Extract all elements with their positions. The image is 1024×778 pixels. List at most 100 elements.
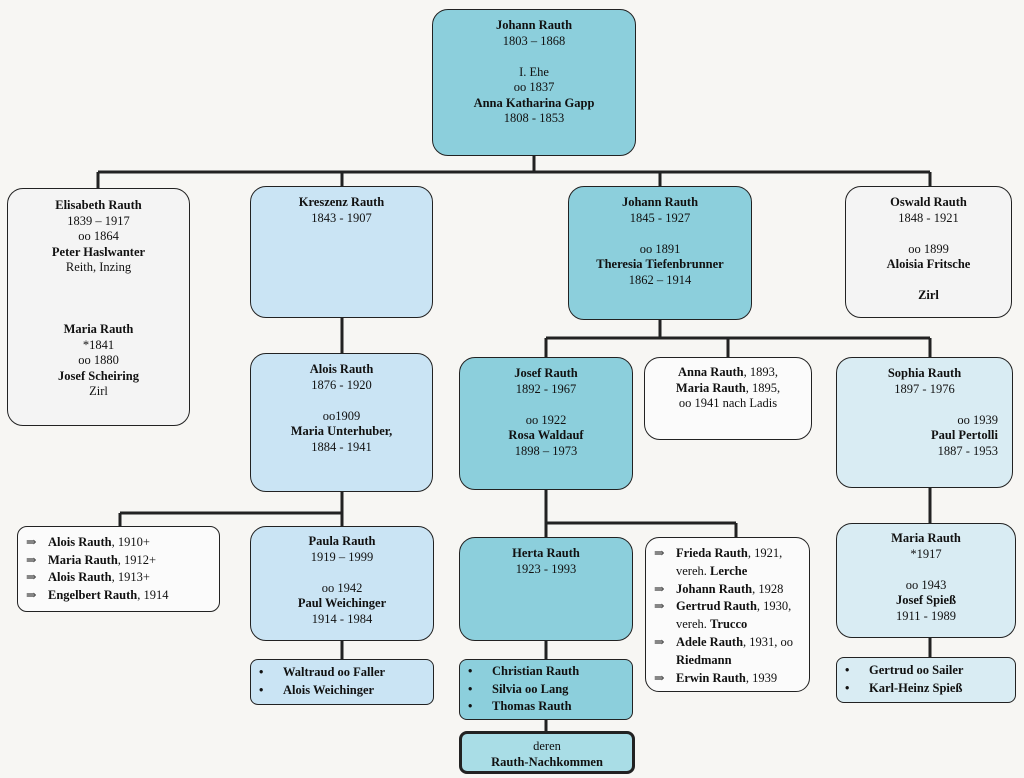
herta-name: Herta Rauth — [512, 546, 580, 560]
anna-dates: , 1893, — [743, 365, 779, 379]
paula-marriage: oo 1942 — [321, 580, 363, 595]
sophia-box: Sophia Rauth 1897 - 1976 oo 1939 Paul Pe… — [836, 357, 1013, 488]
johann-1845-spouse: Theresia Tiefenbrunner — [596, 257, 724, 271]
root-spouse-dates: 1808 - 1853 — [503, 111, 565, 125]
list-item: ⇒Gertrud Rauth, 1930, — [654, 598, 801, 616]
johann-1845-dates: 1845 - 1927 — [629, 210, 691, 225]
arrow-icon: ⇒ — [26, 535, 37, 549]
bullet-icon — [468, 698, 492, 716]
list-item: ⇒Alois Rauth, 1910+ — [26, 534, 211, 552]
maria-1917-dates: *1917 — [910, 546, 942, 561]
josef-1892-spouse-dates: 1898 – 1973 — [514, 443, 578, 458]
maria-1917-box: Maria Rauth *1917 oo 1943 Josef Spieß 19… — [836, 523, 1016, 638]
list-item: ⇒Alois Rauth, 1913+ — [26, 569, 211, 587]
list-item: Alois Weichinger — [259, 682, 425, 700]
josef-1892-box: Josef Rauth 1892 - 1967 oo 1922 Rosa Wal… — [459, 357, 633, 490]
maria-1841-dates: *1841 — [82, 337, 115, 352]
alois-1876-box: Alois Rauth 1876 - 1920 oo1909 Maria Unt… — [250, 353, 433, 492]
bullet-icon — [468, 681, 492, 699]
descendants-line2: Rauth-Nachkommen — [491, 755, 603, 769]
alois-1876-name: Alois Rauth — [309, 362, 374, 376]
elisabeth-marriage: oo 1864 — [78, 229, 119, 243]
arrow-icon: ⇒ — [654, 546, 665, 560]
anna-name: Anna Rauth — [677, 365, 744, 379]
maria-1841-spouse: Josef Scheiring — [58, 368, 139, 383]
list-item: ⇒Frieda Rauth, 1921, — [654, 545, 801, 563]
alois-1876-spouse: Maria Unterhuber, — [290, 424, 393, 438]
paula-children-box: Waltraud oo Faller Alois Weichinger — [250, 659, 434, 705]
maria-1917-marriage: oo 1943 — [905, 577, 947, 592]
arrow-icon: ⇒ — [26, 570, 37, 584]
johann-1845-name: Johann Rauth — [621, 195, 699, 209]
list-item: ⇒Maria Rauth, 1912+ — [26, 552, 211, 570]
kreszenz-dates: 1843 - 1907 — [311, 210, 372, 225]
list-item: Karl-Heinz Spieß — [845, 680, 1007, 698]
oswald-marriage: oo 1899 — [908, 241, 949, 256]
arrow-icon: ⇒ — [654, 599, 665, 614]
list-item: ⇒Erwin Rauth, 1939 — [654, 670, 801, 688]
sophia-marriage: oo 1939 — [957, 412, 998, 427]
list-item: vereh. Lerche — [676, 563, 748, 578]
root-spouse: Anna Katharina Gapp — [473, 95, 595, 110]
paula-box: Paula Rauth 1919 – 1999 oo 1942 Paul Wei… — [250, 526, 434, 641]
descendants-box: deren Rauth-Nachkommen — [459, 731, 635, 774]
johann-1845-marriage: oo 1891 — [639, 241, 681, 256]
list-item: ⇒Adele Rauth, 1931, oo — [654, 634, 801, 652]
list-item: Thomas Rauth — [468, 698, 624, 716]
list-item: vereh. Trucco — [676, 617, 748, 632]
bullet-icon — [259, 664, 283, 682]
list-item: Gertrud oo Sailer — [845, 662, 1007, 680]
elisabeth-box: Elisabeth Rauth 1839 – 1917 oo 1864 Pete… — [7, 188, 190, 426]
arrow-icon: ⇒ — [654, 581, 665, 596]
oswald-dates: 1848 - 1921 — [898, 210, 959, 225]
alois-1876-dates: 1876 - 1920 — [311, 377, 372, 392]
arrow-icon: ⇒ — [26, 552, 37, 567]
alois-children-box: ⇒Alois Rauth, 1910+ ⇒Maria Rauth, 1912+ … — [17, 526, 220, 612]
bullet-icon — [468, 663, 492, 681]
oswald-spouse: Aloisia Fritsche — [886, 257, 971, 271]
maria-1917-spouse-dates: 1911 - 1989 — [896, 608, 956, 623]
elisabeth-name: Elisabeth Rauth — [55, 198, 142, 212]
list-item: Waltraud oo Faller — [259, 664, 425, 682]
root-marriage-number: I. Ehe — [519, 64, 549, 79]
elisabeth-place: Reith, Inzing — [65, 260, 132, 274]
sophia-dates: 1897 - 1976 — [894, 381, 955, 396]
paula-spouse: Paul Weichinger — [297, 596, 387, 610]
sophia-spouse-dates: 1887 - 1953 — [937, 443, 998, 458]
herta-dates: 1923 - 1993 — [515, 561, 577, 576]
maria-1895-marriage: oo 1941 nach Ladis — [678, 396, 778, 410]
josef-1892-spouse: Rosa Waldauf — [508, 428, 584, 442]
herta-children-box: Christian Rauth Silvia oo Lang Thomas Ra… — [459, 659, 633, 720]
josef-1892-name: Josef Rauth — [514, 366, 578, 380]
sophia-spouse: Paul Pertolli — [931, 428, 998, 442]
list-item: Christian Rauth — [468, 663, 624, 681]
list-item: ⇒Engelbert Rauth, 1914 — [26, 587, 211, 605]
root-marriage: oo 1837 — [513, 80, 555, 94]
bullet-icon — [845, 662, 869, 680]
josef-children-box: ⇒Frieda Rauth, 1921, vereh. Lerche ⇒Joha… — [645, 537, 810, 692]
list-item: ⇒Johann Rauth, 1928 — [654, 581, 801, 599]
root-person-box: Johann Rauth 1803 – 1868 I. Ehe oo 1837 … — [432, 9, 636, 156]
alois-1876-marriage: oo1909 — [322, 408, 361, 423]
paula-spouse-dates: 1914 - 1984 — [311, 611, 373, 626]
list-item: Riedmann — [676, 652, 732, 667]
bullet-icon — [845, 680, 869, 698]
arrow-icon: ⇒ — [654, 634, 665, 649]
root-dates: 1803 – 1868 — [502, 33, 566, 48]
list-item: Silvia oo Lang — [468, 681, 624, 699]
elisabeth-spouse: Peter Haslwanter — [51, 244, 146, 259]
maria-1895-dates: , 1895, — [745, 380, 781, 395]
arrow-icon: ⇒ — [26, 587, 37, 602]
kreszenz-name: Kreszenz Rauth — [298, 195, 385, 209]
oswald-box: Oswald Rauth 1848 - 1921 oo 1899 Aloisia… — [845, 186, 1012, 318]
sophia-name: Sophia Rauth — [887, 366, 962, 380]
maria-1895-name: Maria Rauth — [675, 380, 746, 395]
johann-1845-box: Johann Rauth 1845 - 1927 oo 1891 Theresi… — [568, 186, 752, 320]
elisabeth-dates: 1839 – 1917 — [67, 213, 130, 228]
johann-1845-spouse-dates: 1862 – 1914 — [628, 272, 692, 287]
arrow-icon: ⇒ — [654, 670, 665, 685]
maria-1841-marriage: oo 1880 — [78, 353, 119, 367]
maria-children-box: Gertrud oo Sailer Karl-Heinz Spieß — [836, 657, 1016, 703]
alois-1876-spouse-dates: 1884 - 1941 — [311, 439, 372, 454]
